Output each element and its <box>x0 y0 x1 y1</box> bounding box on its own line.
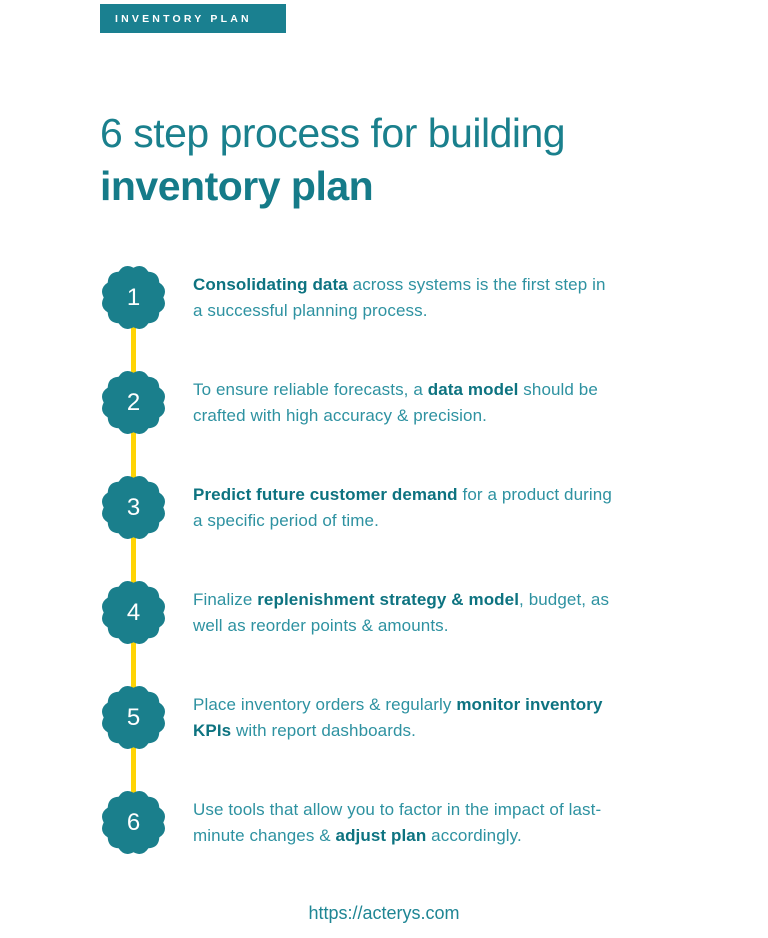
scallop-seal-icon <box>102 371 165 434</box>
step-badge: 4 <box>100 579 167 646</box>
step-badge: 2 <box>100 369 167 436</box>
footer-url: https://acterys.com <box>308 903 460 923</box>
category-tag: INVENTORY PLAN <box>100 4 286 33</box>
step-number: 1 <box>126 283 141 311</box>
page-title: 6 step process for building inventory pl… <box>100 107 566 213</box>
scallop-seal-icon <box>102 266 165 329</box>
scallop-seal-icon <box>102 686 165 749</box>
step-row-4: 4 Finalize replenishment strategy & mode… <box>100 560 665 665</box>
step-text: Use tools that allow you to factor in th… <box>193 799 602 845</box>
steps-timeline: 1 Consolidating data across systems is t… <box>100 245 665 875</box>
step-text: Consolidating data across systems is the… <box>193 274 606 320</box>
step-badge: 6 <box>100 789 167 856</box>
step-row-6: 6 Use tools that allow you to factor in … <box>100 770 665 875</box>
step-text: To ensure reliable forecasts, a data mod… <box>193 379 598 425</box>
step-badge: 1 <box>100 264 167 331</box>
step-row-3: 3 Predict future customer demand for a p… <box>100 455 665 560</box>
scallop-seal-icon <box>102 476 165 539</box>
page-title-line-1: 6 step process for building <box>100 110 566 157</box>
timeline-connector-line <box>131 298 136 823</box>
step-row-1: 1 Consolidating data across systems is t… <box>100 245 665 350</box>
step-text: Finalize replenishment strategy & model,… <box>193 589 610 635</box>
page-title-line-2: inventory plan <box>100 163 374 210</box>
step-badge: 3 <box>100 474 167 541</box>
step-number: 3 <box>126 493 141 521</box>
step-number: 2 <box>126 388 141 416</box>
step-number: 6 <box>126 808 141 836</box>
step-row-2: 2 To ensure reliable forecasts, a data m… <box>100 350 665 455</box>
step-row-5: 5 Place inventory orders & regularly mon… <box>100 665 665 770</box>
step-badge: 5 <box>100 684 167 751</box>
scallop-seal-icon <box>102 791 165 854</box>
step-text: Place inventory orders & regularly monit… <box>193 694 603 740</box>
category-tag-label: INVENTORY PLAN <box>115 12 252 25</box>
step-number: 4 <box>126 598 141 626</box>
scallop-seal-icon <box>102 581 165 644</box>
step-text: Predict future customer demand for a pro… <box>193 484 612 530</box>
step-number: 5 <box>126 703 141 731</box>
